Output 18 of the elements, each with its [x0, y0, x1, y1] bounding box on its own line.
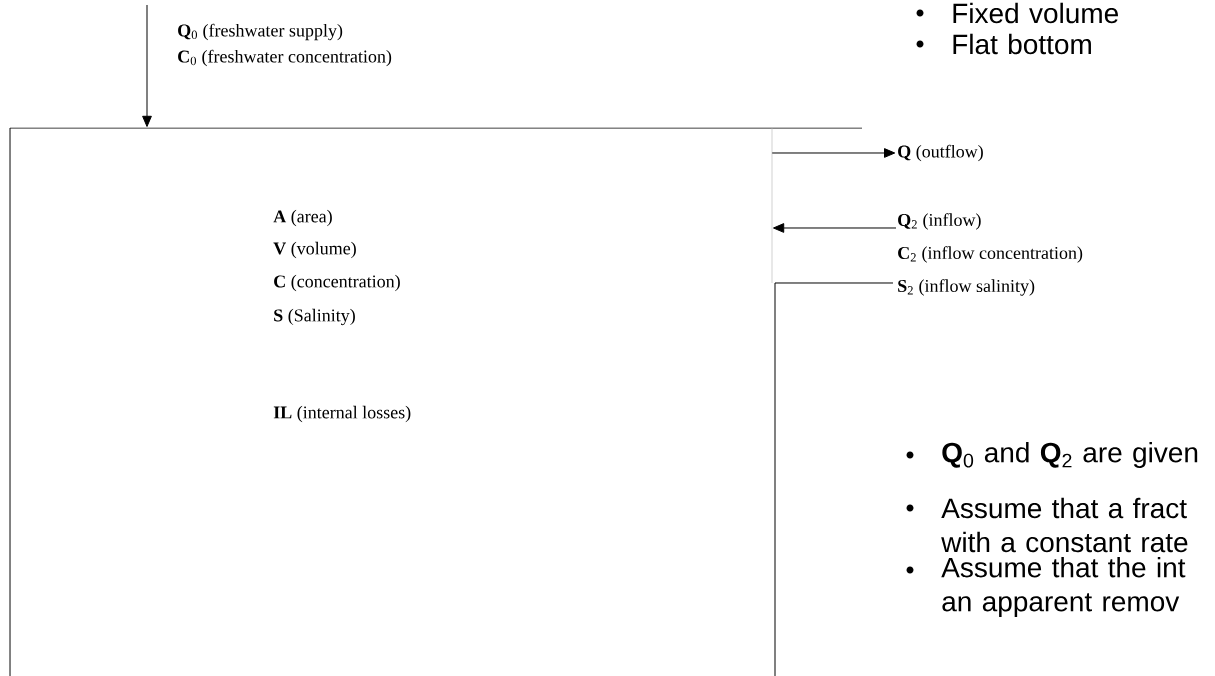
flow-label: C$_{0}$ (freshwater concentration) — [178, 49, 392, 67]
variable-label: Q (outflow) — [898, 144, 983, 162]
variable-label: V (volume) — [273, 241, 356, 259]
bullet-item: Assume that a fract with a constant rate — [906, 497, 1188, 553]
flow-label: Q$_{0}$ (freshwater supply) — [178, 23, 343, 41]
variable-list: Q$_{2}$ (inflow) C$_{2}$ (inflow concentration) S$_{2}$ (inflow salinity) — [898, 213, 1083, 296]
variable-label: IL (internal losses) — [273, 405, 411, 423]
variable-label: C (concentration) — [274, 274, 400, 292]
bullet-item: Q$_{0}$ and Q$_{2}$ are given — [906, 441, 1198, 469]
variable-label: A (area) — [273, 209, 332, 227]
basin-drawing — [9, 127, 894, 676]
variable-label: S (Salinity) — [274, 308, 355, 326]
arrow — [771, 148, 896, 158]
bullet-item: Flat bottom — [916, 33, 1091, 55]
arrow — [773, 223, 897, 233]
arrow — [142, 4, 152, 127]
bullet-item: Assume that the int an apparent remov — [906, 556, 1186, 618]
bullet-item: Fixed volume — [916, 2, 1118, 24]
